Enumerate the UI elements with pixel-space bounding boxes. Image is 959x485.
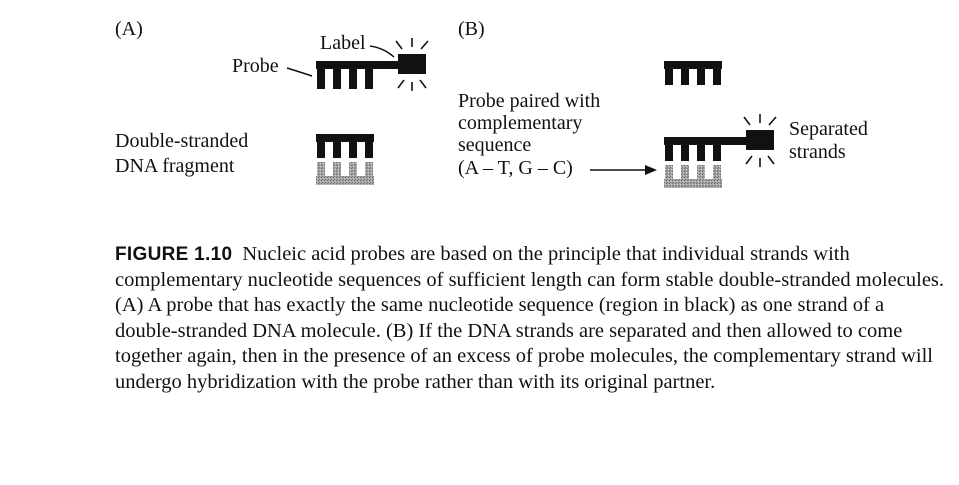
label-leader-line [369,45,395,58]
figure-number: FIGURE 1.10 [115,244,233,265]
label-block-a [398,54,426,74]
dna-gray-strand-a [316,162,374,185]
hybrid-probe-strand-b [664,130,774,161]
dna-black-strand-a [316,134,374,158]
dna-fragment-label-line1: Double-stranded [115,130,249,152]
separated-black-strand-b [664,61,722,85]
panel-b-label: (B) [458,18,485,40]
label-annotation: Label [320,32,366,54]
probe-leader-line [286,67,313,77]
hybrid-gray-strand-b [664,165,722,188]
separated-strands-label-line2: strands [789,141,846,163]
probe-strand-a [316,54,426,89]
caption-text: Nucleic acid probes are based on the pri… [115,243,945,393]
separated-strands-label-line1: Separated [789,118,868,140]
probe-paired-label-line2: complementary [458,112,583,134]
label-glow-icon-b [743,114,777,167]
dna-fragment-label-line2: DNA fragment [115,155,235,177]
probe-paired-label-line1: Probe paired with [458,90,601,112]
panel-a-label: (A) [115,18,143,40]
label-glow-icon-a [395,38,429,91]
probe-annotation: Probe [232,55,279,77]
label-block-b [746,130,774,150]
arrow-icon [590,165,657,175]
probe-paired-label-line3: sequence [458,134,532,156]
probe-paired-label-line4: (A – T, G – C) [458,157,573,179]
